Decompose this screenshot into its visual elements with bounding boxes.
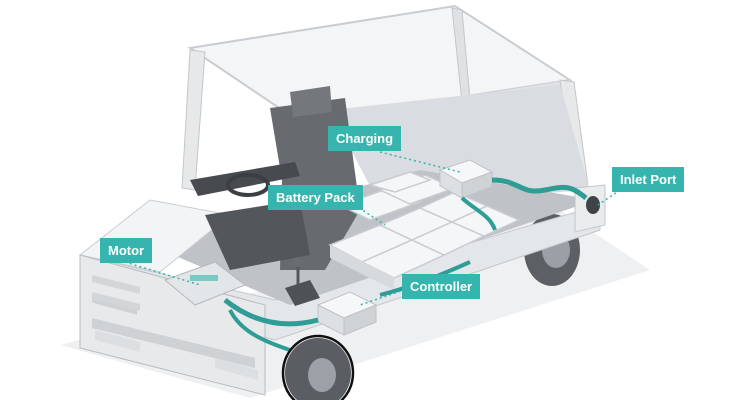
callout-charging: Charging [328, 126, 402, 151]
gear-knob [293, 257, 303, 267]
bumper-bar [92, 318, 255, 368]
front-pillar-left [181, 49, 206, 191]
light-right [215, 358, 258, 380]
controller-side [343, 304, 377, 336]
leader-controller [359, 287, 411, 306]
grille-slot-b [92, 292, 140, 311]
motor-detail [190, 275, 218, 281]
callout-inlet-port: Inlet Port [612, 167, 685, 192]
gear-base [285, 280, 320, 306]
leader-motor [124, 261, 201, 286]
wheel-highlight-ring [281, 334, 355, 400]
battery-pack-icon [328, 171, 521, 279]
leader-charging [379, 151, 461, 173]
cable-motor-front [228, 309, 291, 352]
side-wall [330, 85, 590, 205]
headrest [290, 86, 332, 117]
cable-charging-inlet [491, 177, 588, 200]
seat-cushion [205, 200, 310, 270]
cable-charging-battery [460, 196, 497, 231]
armrest [190, 162, 300, 196]
grille-slot-a [92, 275, 140, 294]
callout-controller: Controller [402, 274, 481, 299]
inlet-port-icon [586, 196, 600, 214]
front-hub [308, 358, 336, 392]
motor-icon [164, 261, 247, 306]
battery-front-face [330, 245, 394, 290]
light-left [95, 330, 140, 352]
callout-motor: Motor [100, 238, 153, 263]
charging-side [461, 171, 493, 199]
callout-battery-pack: Battery Pack [268, 185, 363, 210]
cable-controller-motor [223, 298, 319, 327]
